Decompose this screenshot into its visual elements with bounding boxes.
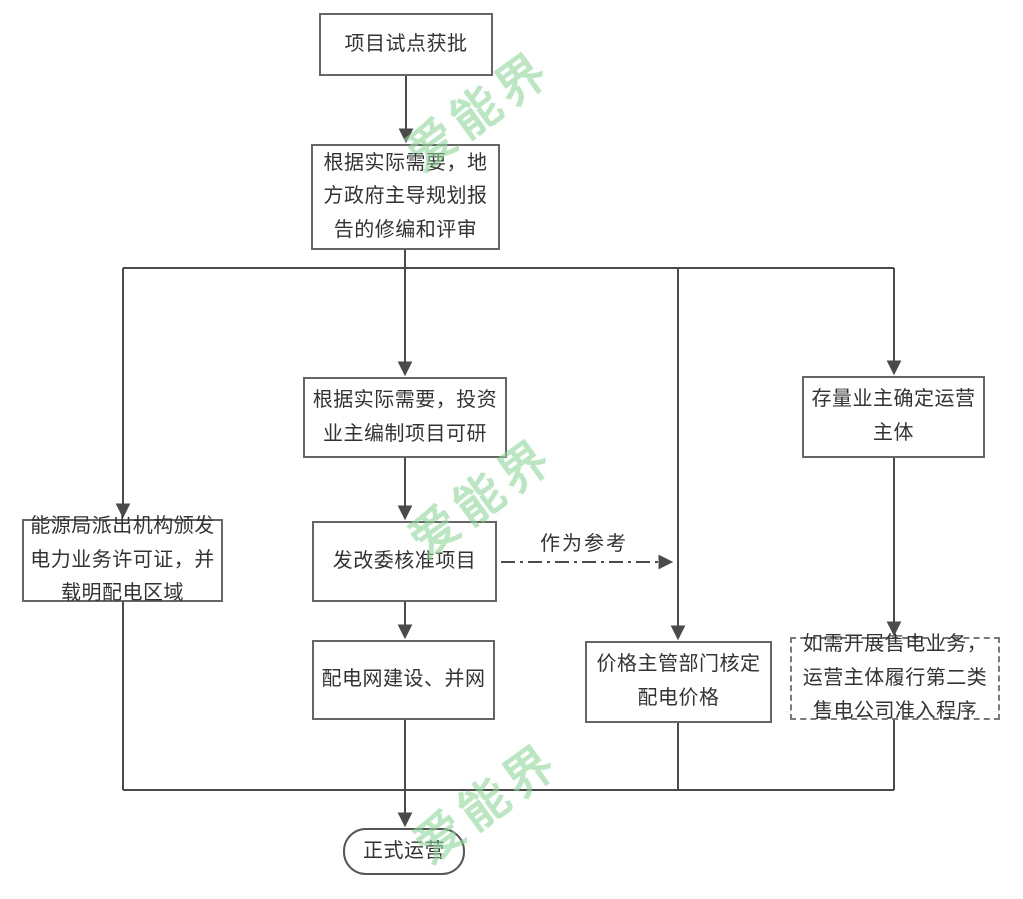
node-label: 配电网建设、并网 [321, 668, 486, 691]
node-power-business-license: 能源局派出机构颁发电力业务许可证，并载明配电区域 [22, 515, 223, 604]
node-label: 价格主管部门核定配电价格 [596, 653, 761, 709]
node-label: 正式运营 [363, 839, 445, 862]
node-retail-company-admission: 如需开展售电业务，运营主体履行第二类售电公司准入程序 [790, 633, 1000, 722]
node-label: 存量业主确定运营主体 [811, 388, 976, 444]
edge-label-for-reference: 作为参考 [540, 533, 628, 555]
node-label: 根据实际需要，投资业主编制项目可研 [312, 388, 498, 445]
node-label: 项目试点获批 [344, 32, 468, 55]
node-ndrc-project-approval: 发改委核准项目 [312, 521, 497, 602]
node-label: 能源局派出机构颁发电力业务许可证，并载明配电区域 [30, 515, 215, 605]
node-label: 根据实际需要，地方政府主导规划报告的修编和评审 [323, 151, 488, 241]
node-label: 如需开展售电业务，运营主体履行第二类售电公司准入程序 [802, 633, 988, 723]
node-grid-construction-connection: 配电网建设、并网 [312, 640, 495, 720]
node-feasibility-study: 根据实际需要，投资业主编制项目可研 [303, 377, 507, 458]
node-existing-owner-operator: 存量业主确定运营主体 [802, 376, 985, 458]
node-label: 发改委核准项目 [332, 549, 477, 572]
node-formal-operation: 正式运营 [343, 828, 465, 875]
node-planning-report-revision: 根据实际需要，地方政府主导规划报告的修编和评审 [311, 144, 500, 250]
node-distribution-price-approval: 价格主管部门核定配电价格 [585, 641, 772, 723]
node-project-pilot-approved: 项目试点获批 [319, 13, 493, 76]
